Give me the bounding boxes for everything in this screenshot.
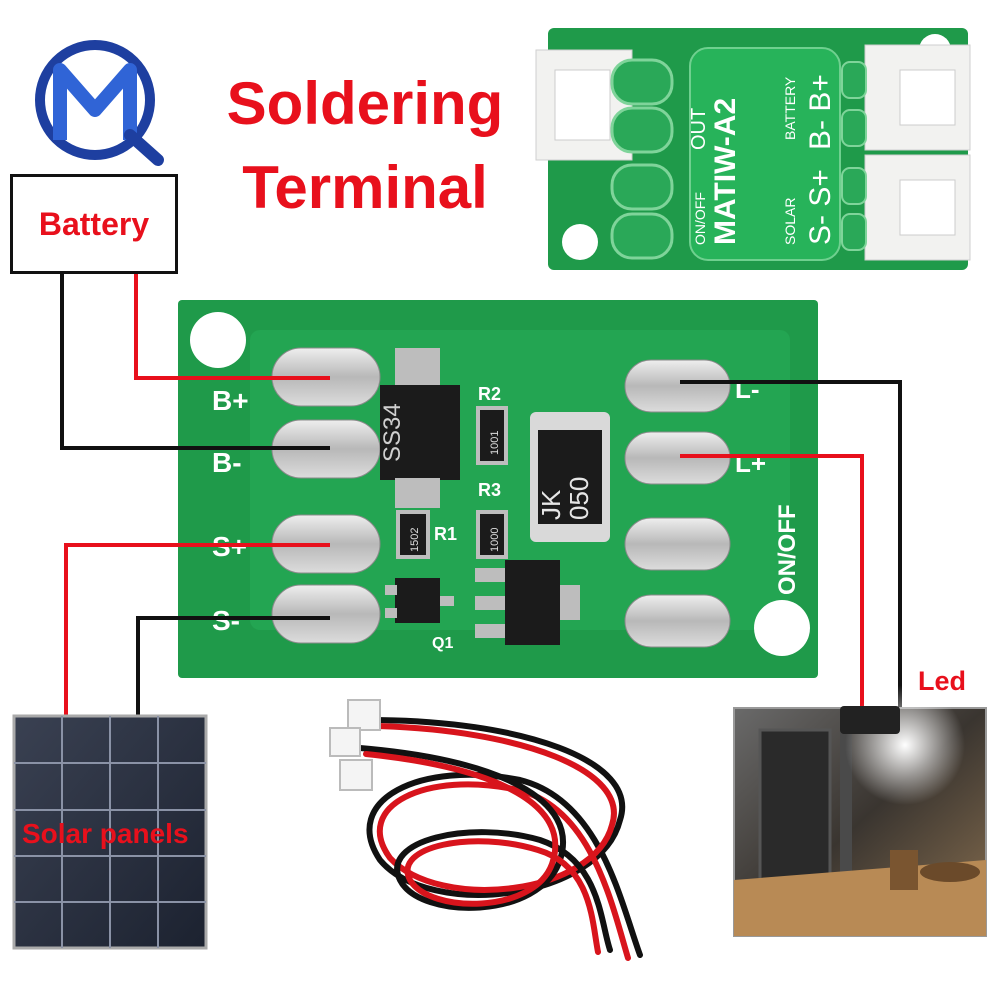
inductor-marking-2: 050 [564, 477, 594, 520]
pin-label-s-minus: S- [212, 605, 240, 636]
inductor-marking-1: JK [536, 489, 566, 520]
r2-label: R2 [478, 384, 501, 404]
wire-b-plus [134, 274, 330, 380]
battery-label: Battery [38, 205, 150, 242]
top-board: MATIW-A2 SOLAR BATTERY S- S+ B- B+ ON/OF… [535, 28, 971, 270]
battery-box: Battery [10, 174, 178, 274]
led-lamp-photo [733, 685, 987, 937]
solar-panels-label: Solar panels [22, 818, 189, 849]
r3-label: R3 [478, 480, 501, 500]
wire-l-plus [680, 454, 864, 708]
top-board-onoff-label: ON/OFF [692, 192, 708, 245]
led-label: Led [918, 666, 967, 696]
solar-panel-image [12, 714, 208, 950]
title-line-2: Terminal [242, 154, 488, 221]
top-board-model: MATIW-A2 [709, 98, 742, 245]
top-board-out-label: OUT [688, 108, 710, 150]
switch-label: ON/OFF [774, 504, 801, 595]
pin-label-b-minus: B- [212, 447, 242, 478]
wire-b-minus [60, 274, 330, 450]
jst-cable-image [329, 699, 643, 961]
pin-label-b-plus: B+ [212, 385, 249, 416]
top-board-pins-s: S- S+ [804, 169, 837, 245]
r3-marking: 1000 [489, 528, 501, 552]
brand-logo [35, 40, 164, 166]
r1-label: R1 [434, 524, 457, 544]
q1-label: Q1 [432, 635, 453, 652]
wire-s-plus [64, 543, 330, 718]
r2-marking: 1001 [489, 431, 501, 455]
top-board-pins-b: B- B+ [804, 74, 837, 150]
top-board-battery-label: BATTERY [782, 76, 798, 140]
main-board: SS34 JK 050 R2 1001 R3 1000 R1 1502 Q1 [178, 300, 818, 678]
wire-s-minus [136, 616, 330, 718]
pin-label-l-plus: L+ [735, 448, 766, 478]
diode-marking: SS34 [379, 403, 406, 462]
r1-marking: 1502 [409, 528, 421, 552]
pin-label-l-minus: L- [735, 374, 760, 404]
top-board-solar-label: SOLAR [782, 198, 798, 245]
title-line-1: Soldering [226, 70, 504, 137]
wire-l-minus [680, 380, 902, 708]
wiring [60, 274, 902, 718]
